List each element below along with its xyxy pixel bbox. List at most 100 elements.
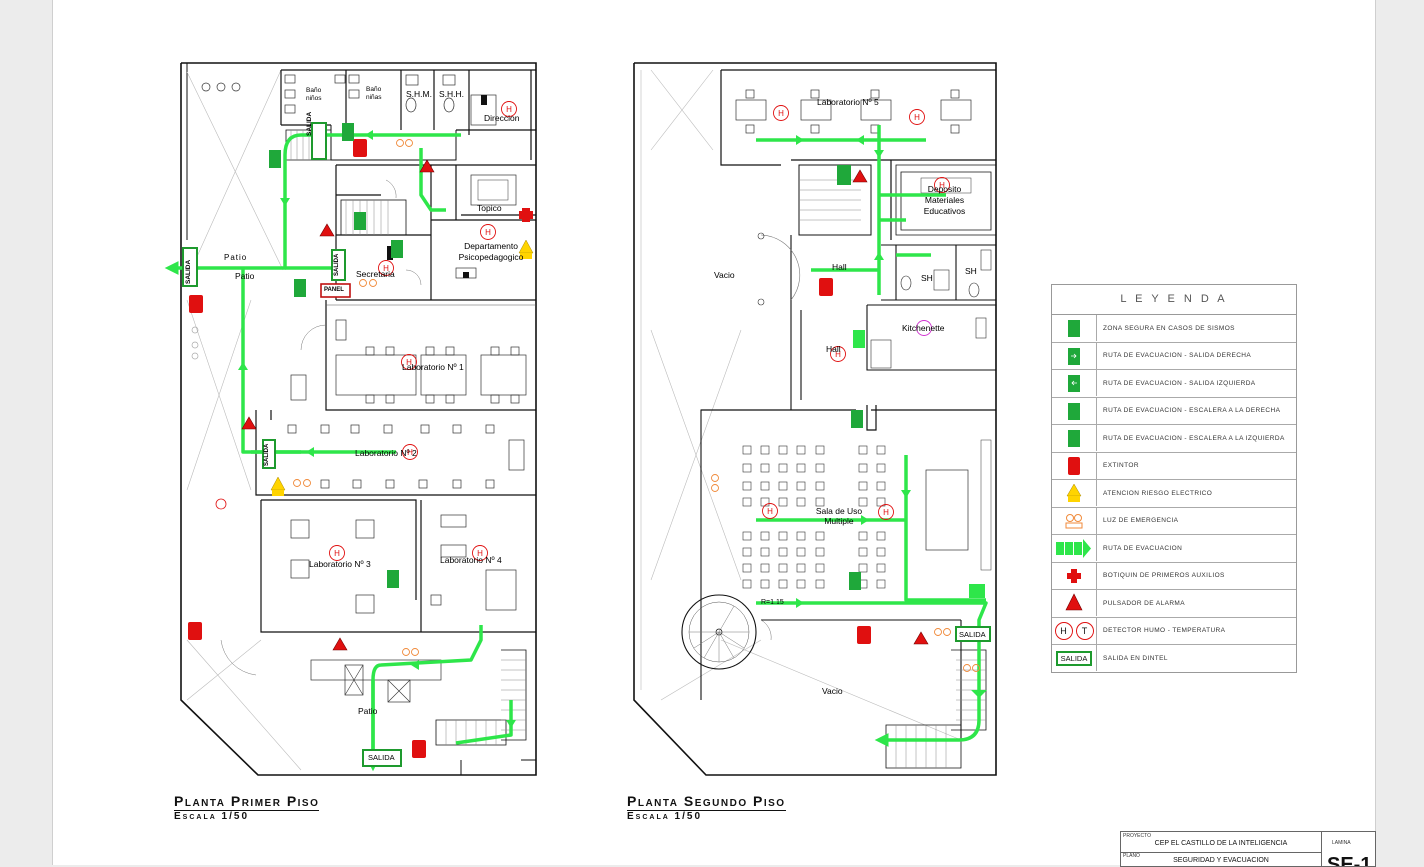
proyecto-name: CEP EL CASTILLO DE LA INTELIGENCIA <box>1154 840 1288 847</box>
plano-name: SEGURIDAD Y EVACUACION <box>1173 857 1269 864</box>
legend-label: RUTA DE EVACUACION - SALIDA DERECHA <box>1103 352 1252 360</box>
room-label-topico: Topico <box>477 203 502 213</box>
alarm-button-icon <box>1052 590 1097 617</box>
legend-title: L E Y E N D A <box>1052 285 1296 315</box>
first-floor-title: Planta Primer Piso <box>174 793 320 811</box>
room-label-hall-lower: Hall <box>826 344 841 354</box>
room-label-shh: S.H.H. <box>439 89 465 99</box>
room-label-sum: Sala de Uso Multiple <box>815 506 863 526</box>
room-label-bano-ninas: Baño niñas <box>366 86 382 101</box>
room-label-lab5: Laboratorio Nº 5 <box>817 97 879 107</box>
electric-risk-signs <box>270 239 534 496</box>
svg-text:H: H <box>407 448 413 457</box>
first-floor-title-block: Planta Primer Piso Escala 1/50 <box>174 793 320 822</box>
legend-label: PULSADOR DE ALARMA <box>1103 599 1185 607</box>
legend-row: RUTA DE EVACUACION - ESCALERA A LA DEREC… <box>1052 397 1296 425</box>
second-floor-plan <box>633 62 997 776</box>
legend-rows: ZONA SEGURA EN CASOS DE SISMOS RUTA DE EV… <box>1052 315 1296 672</box>
alarm-buttons <box>241 159 929 651</box>
legend-label: ZONA SEGURA EN CASOS DE SISMOS <box>1103 324 1235 332</box>
proyecto-cell: PROYECTO CEP EL CASTILLO DE LA INTELIGEN… <box>1121 832 1322 853</box>
room-label-bano-ninos: Baño niños <box>306 87 322 102</box>
evacuation-route-icon <box>1052 535 1097 562</box>
legend-label: SALIDA EN DINTEL <box>1103 654 1168 662</box>
safe-zone-markers <box>269 123 985 598</box>
room-label-lab2: Laboratorio Nº 2 <box>355 448 417 458</box>
svg-text:H: H <box>778 109 784 118</box>
legend-row: SALIDA SALIDA EN DINTEL <box>1052 645 1296 672</box>
exit-sign-glyph: SALIDA <box>1055 650 1093 666</box>
svg-text:H: H <box>835 350 841 359</box>
room-label-psicopedagogico: Departamento Psicopedagogico <box>458 241 524 262</box>
room-label-deposito: Deposito Materiales Educativos <box>923 184 966 216</box>
legend-label: BOTIQUIN DE PRIMEROS AUXILIOS <box>1103 572 1225 580</box>
room-label-hall-upper: Hall <box>832 262 847 272</box>
electric-risk-icon <box>1052 480 1097 507</box>
lamina-code: SE-1 <box>1327 854 1372 866</box>
second-floor-outline <box>633 62 997 776</box>
second-floor-title: Planta Segundo Piso <box>627 793 786 811</box>
detector-t-glyph: T <box>1075 621 1094 640</box>
exit-label-5: SALIDA <box>368 753 395 762</box>
room-label-kitchenette: Kitchenette <box>902 323 945 333</box>
legend-row: ZONA SEGURA EN CASOS DE SISMOS <box>1052 315 1296 343</box>
svg-text:H: H <box>914 113 920 122</box>
patio-label-upper: Patio <box>224 253 248 262</box>
legend-row: RUTA DE EVACUACION - ESCALERA A LA IZQUI… <box>1052 425 1296 453</box>
room-label-lab3: Laboratorio Nº 3 <box>309 559 371 569</box>
exit-label-4: SALIDA <box>264 443 270 466</box>
second-floor-scale: Escala 1/50 <box>627 811 703 822</box>
svg-text:H: H <box>334 549 340 558</box>
svg-text:H: H <box>939 181 945 190</box>
stair-radius-label: R=1.15 <box>761 599 784 606</box>
smoke-detectors <box>329 101 950 561</box>
legend-row: BOTIQUIN DE PRIMEROS AUXILIOS <box>1052 562 1296 590</box>
legend-row: RUTA DE EVACUACION - SALIDA DERECHA <box>1052 342 1296 370</box>
room-label-lab4: Laboratorio Nº 4 <box>440 555 502 565</box>
legend-label: ATENCION RIESGO ELECTRICO <box>1103 489 1213 497</box>
legend-row: PULSADOR DE ALARMA <box>1052 590 1296 618</box>
exit-label-1: SALIDA <box>306 111 313 136</box>
title-block: PROYECTO CEP EL CASTILLO DE LA INTELIGEN… <box>1120 831 1376 867</box>
legend-label: RUTA DE EVACUACION - ESCALERA A LA IZQUI… <box>1103 434 1285 442</box>
room-label-shm: S.H.M. <box>406 89 432 99</box>
emergency-lights <box>293 139 980 672</box>
legend-label: RUTA DE EVACUACION - ESCALERA A LA DEREC… <box>1103 407 1281 415</box>
legend-row: ATENCION RIESGO ELECTRICO <box>1052 480 1296 508</box>
first-floor-outline <box>180 62 537 776</box>
second-floor-title-block: Planta Segundo Piso Escala 1/50 <box>627 793 786 822</box>
legend-label: DETECTOR HUMO - TEMPERATURA <box>1103 627 1226 635</box>
emergency-light-icon <box>1052 507 1097 534</box>
room-label-sh2: SH <box>965 266 977 276</box>
lamina-label: LAMINA <box>1332 840 1351 846</box>
exit-label-3: SALIDA <box>334 253 340 276</box>
exit-signs <box>182 122 991 767</box>
patio-label-bottom: Patio <box>358 706 378 716</box>
legend-row: RUTA DE EVACUACION - SALIDA IZQUIERDA <box>1052 370 1296 398</box>
patio-label-lower: Patio <box>235 271 255 281</box>
svg-text:H: H <box>477 549 483 558</box>
route-arrowheads <box>238 130 987 728</box>
legend-label: LUZ DE EMERGENCIA <box>1103 517 1179 525</box>
room-label-sh1: SH <box>921 273 933 283</box>
svg-text:H: H <box>883 508 889 517</box>
vacio-label-left: Vacio <box>714 270 735 280</box>
room-label-lab1: Laboratorio Nº 1 <box>402 362 464 372</box>
stair-left-icon <box>1052 425 1097 452</box>
plano-cell: PLANO SEGURIDAD Y EVACUACION <box>1121 852 1322 866</box>
room-label-direccion: Direccion <box>484 113 520 123</box>
legend-row: RUTA DE EVACUACION <box>1052 535 1296 563</box>
route-right-icon <box>1052 342 1097 369</box>
floor-plan-drawing: HHH HHH HHH HHH H <box>164 62 997 776</box>
svg-text:H: H <box>485 228 491 237</box>
svg-text:H: H <box>406 358 412 367</box>
svg-text:H: H <box>767 507 773 516</box>
panel-label: PANEL <box>324 287 344 293</box>
panel-box <box>320 283 351 298</box>
route-left-icon <box>1052 370 1097 397</box>
first-aid-icon <box>1052 562 1097 589</box>
